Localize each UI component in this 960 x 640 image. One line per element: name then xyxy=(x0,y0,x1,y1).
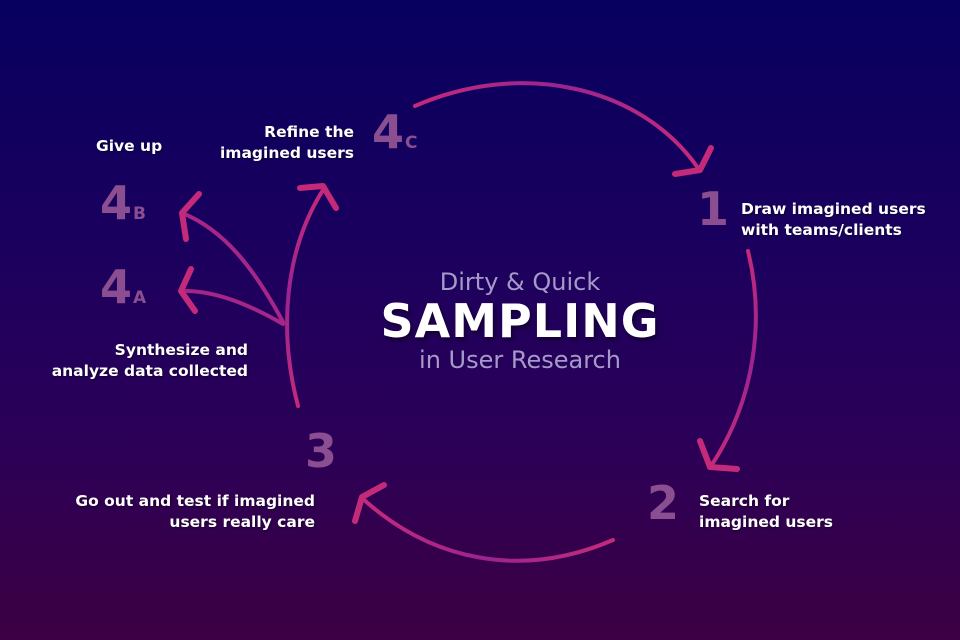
main-title: SAMPLING xyxy=(380,294,660,348)
arrow-3-to-4c xyxy=(285,183,339,408)
subtitle-top: Dirty & Quick xyxy=(439,268,601,296)
arrow-1-to-2 xyxy=(697,249,758,472)
step-1-label: Draw imagined users with teams/clients xyxy=(741,200,926,239)
step-4b-label: Give up xyxy=(96,137,163,155)
center-title-block: Dirty & Quick SAMPLING in User Research xyxy=(320,268,720,374)
step-4a-label: Synthesize and analyze data collected xyxy=(51,341,248,380)
arrow-2-to-3 xyxy=(352,482,615,563)
step-3-number: 3 xyxy=(305,424,337,478)
arrow-to-4b xyxy=(179,191,285,324)
arrow-to-4a xyxy=(178,266,285,326)
step-2-number: 2 xyxy=(647,476,679,530)
step-1-number: 1 xyxy=(697,182,729,236)
arrow-4c-to-1 xyxy=(413,81,714,177)
step-3-label: Go out and test if imagined users really… xyxy=(75,492,315,531)
step-2-label: Search for imagined users xyxy=(699,492,834,531)
step-4c-label: Refine the imagined users xyxy=(219,123,354,162)
subtitle-bottom: in User Research xyxy=(419,346,621,374)
